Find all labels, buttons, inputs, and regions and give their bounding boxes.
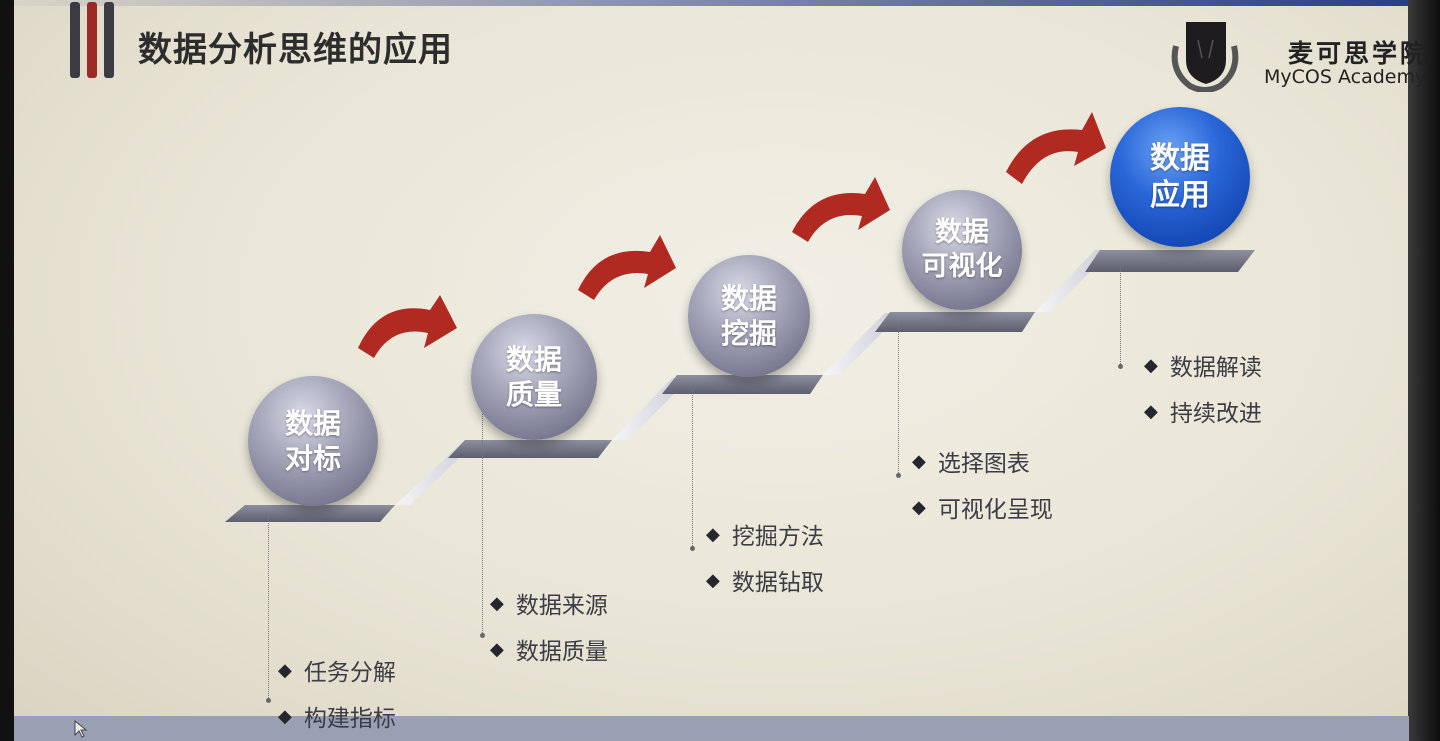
step-sphere-benchmark: 数据 对标 xyxy=(248,376,378,506)
arrow-icon xyxy=(578,235,676,300)
connector-line xyxy=(479,410,485,638)
diamond-bullet-icon: ◆ xyxy=(1144,400,1158,422)
slide-title: 数据分析思维的应用 xyxy=(138,30,453,70)
arrow-icon xyxy=(358,295,457,358)
bullet-text: 持续改进 xyxy=(1169,401,1262,427)
stair-steps xyxy=(225,250,1255,522)
diamond-bullet-icon: ◆ xyxy=(912,450,926,472)
bullet-text: 选择图表 xyxy=(937,451,1030,477)
bullet-text: 数据来源 xyxy=(515,593,608,619)
diamond-bullet-icon: ◆ xyxy=(706,569,720,591)
bullet-text: 数据钻取 xyxy=(731,570,824,596)
bullet-list-visualization: ◆ 选择图表 ◆ 可视化呈现 xyxy=(912,438,1053,530)
step-label-line1: 数据 xyxy=(505,343,562,376)
bullet-item: ◆ 挖掘方法 xyxy=(706,511,824,557)
step-sphere-application: 数据 应用 xyxy=(1110,107,1250,247)
step-4 xyxy=(875,312,1035,332)
bullet-item: ◆ 选择图表 xyxy=(912,438,1053,484)
bullet-item: ◆ 数据来源 xyxy=(490,580,608,626)
bullet-text: 可视化呈现 xyxy=(937,497,1053,523)
step-label-line1: 数据 xyxy=(1150,140,1210,176)
step-3 xyxy=(662,375,823,394)
accent-bar xyxy=(104,2,114,78)
step-1 xyxy=(225,505,395,522)
bullet-item: ◆ 数据解读 xyxy=(1144,342,1262,388)
step-label-line2: 质量 xyxy=(505,378,562,411)
step-label-line2: 挖掘 xyxy=(720,317,777,350)
bullet-item: ◆ 任务分解 xyxy=(278,647,396,693)
step-label-line1: 数据 xyxy=(284,407,341,440)
diamond-bullet-icon: ◆ xyxy=(490,592,504,614)
step-5 xyxy=(1085,250,1255,272)
step-label-line2: 可视化 xyxy=(921,251,1003,282)
step-label-line2: 应用 xyxy=(1150,178,1210,213)
bullet-item: ◆ 数据钻取 xyxy=(706,557,824,603)
step-label-line1: 数据 xyxy=(720,282,777,315)
bullet-text: 挖掘方法 xyxy=(731,524,824,550)
bullet-list-application: ◆ 数据解读 ◆ 持续改进 xyxy=(1144,342,1262,434)
accent-bar xyxy=(87,2,97,78)
bullet-item: ◆ 构建指标 xyxy=(278,693,396,739)
connector-line xyxy=(1117,262,1123,369)
bullet-text: 构建指标 xyxy=(303,706,396,732)
step-label-line2: 对标 xyxy=(284,442,341,475)
presentation-bottom-bar xyxy=(14,716,1409,741)
bullet-item: ◆ 持续改进 xyxy=(1144,388,1262,434)
red-arrows xyxy=(358,112,1106,358)
arrow-icon xyxy=(792,177,890,242)
academy-crest-logo xyxy=(1171,22,1239,92)
diamond-bullet-icon: ◆ xyxy=(490,638,504,660)
step-2 xyxy=(448,440,612,458)
mouse-cursor-icon xyxy=(74,720,88,738)
bullet-text: 数据质量 xyxy=(515,639,608,665)
screen-top-edge xyxy=(14,0,1409,6)
bullet-item: ◆ 数据质量 xyxy=(490,626,608,672)
connector-line xyxy=(265,515,271,703)
bullet-text: 任务分解 xyxy=(303,660,396,686)
bullet-list-benchmark: ◆ 任务分解 ◆ 构建指标 xyxy=(278,647,396,739)
monitor-bezel xyxy=(1408,0,1440,741)
diamond-bullet-icon: ◆ xyxy=(278,659,292,681)
bullet-text: 数据解读 xyxy=(1169,355,1262,381)
bullet-list-mining: ◆ 挖掘方法 ◆ 数据钻取 xyxy=(706,511,824,603)
accent-bar xyxy=(70,2,80,78)
logo-name-en: MyCOS Academy xyxy=(1264,66,1427,88)
step-label-line1: 数据 xyxy=(935,217,989,249)
diamond-bullet-icon: ◆ xyxy=(278,705,292,727)
step-sphere-mining: 数据 挖掘 xyxy=(688,255,810,377)
diamond-bullet-icon: ◆ xyxy=(706,523,720,545)
bullet-item: ◆ 可视化呈现 xyxy=(912,484,1053,530)
connector-line xyxy=(895,325,901,478)
step-sphere-quality: 数据 质量 xyxy=(471,314,597,440)
bullet-list-quality: ◆ 数据来源 ◆ 数据质量 xyxy=(490,580,608,672)
connector-line xyxy=(689,390,695,551)
logo-name-cn: 麦可思学院 xyxy=(1288,39,1429,68)
diamond-bullet-icon: ◆ xyxy=(1144,354,1158,376)
step-sphere-visualization: 数据 可视化 xyxy=(902,190,1022,310)
diamond-bullet-icon: ◆ xyxy=(912,496,926,518)
arrow-icon xyxy=(1006,112,1106,184)
